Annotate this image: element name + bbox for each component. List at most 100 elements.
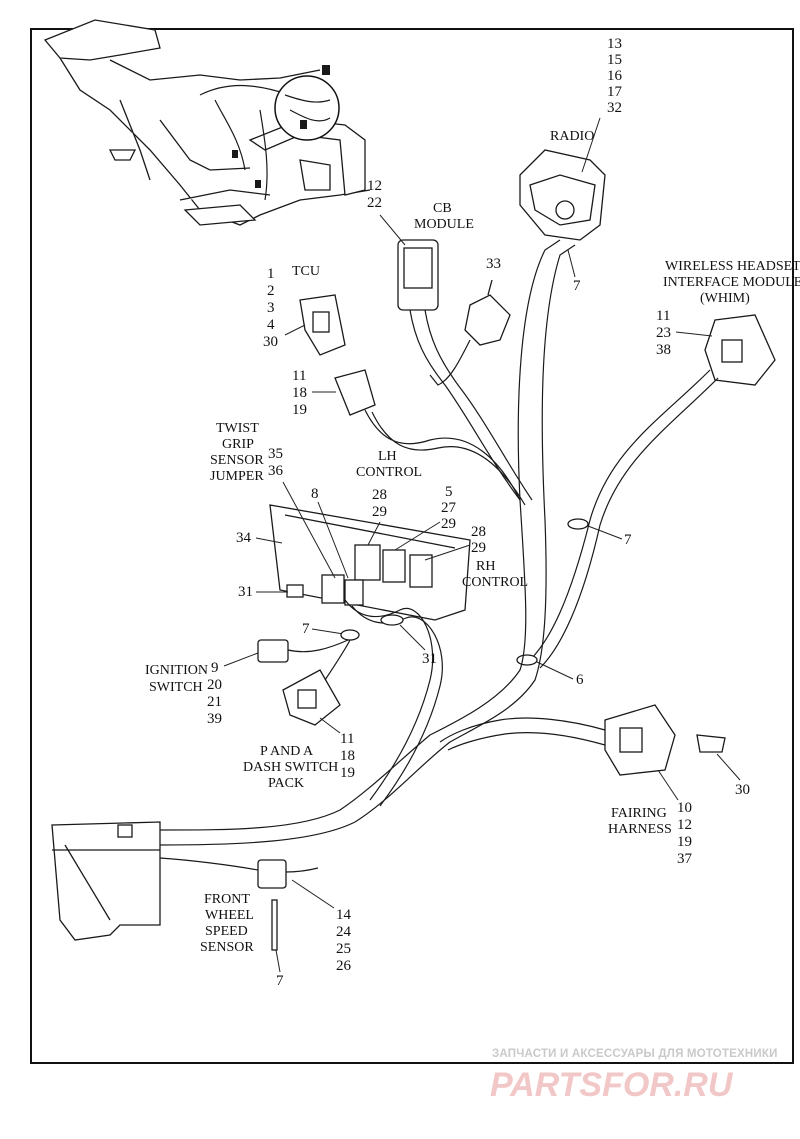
main-harness-connector-block bbox=[51, 821, 161, 941]
small-connector-30 bbox=[696, 734, 726, 753]
fws-label-1: FRONT bbox=[204, 892, 250, 907]
upper-connector-callout: 18 bbox=[292, 385, 307, 401]
ignition-label-1: IGNITION bbox=[145, 663, 208, 678]
fws-callout: 24 bbox=[336, 924, 352, 940]
upper-connector-callout: 19 bbox=[292, 402, 307, 418]
pa-label-2: DASH SWITCH bbox=[243, 760, 338, 775]
fairing-callout: 12 bbox=[677, 817, 692, 833]
radio-clip-callout: 7 bbox=[573, 278, 581, 294]
rh-label-2: CONTROL bbox=[462, 575, 528, 590]
fairing-callout: 37 bbox=[677, 851, 693, 867]
clip-7-left-callout: 7 bbox=[302, 621, 310, 637]
whim-label-3: (WHIM) bbox=[700, 291, 750, 306]
radio-callout: 15 bbox=[607, 52, 622, 68]
whim-label-2: INTERFACE MODULE bbox=[663, 275, 800, 290]
twist-label-1: TWIST bbox=[216, 421, 259, 436]
ignition-label-2: SWITCH bbox=[149, 680, 203, 695]
cb-callout: 12 bbox=[367, 178, 382, 194]
lh-second-callout: 29 bbox=[441, 516, 456, 532]
pa-label-3: PACK bbox=[268, 776, 304, 791]
whim-label-1: WIRELESS HEADSET bbox=[665, 259, 800, 274]
radio-callouts: 13 15 16 17 32 bbox=[607, 36, 623, 116]
twist-label-4: JUMPER bbox=[210, 469, 264, 484]
pa-callout: 19 bbox=[340, 765, 355, 781]
fws-label-3: SPEED bbox=[205, 924, 248, 939]
connector-cover-33 bbox=[429, 279, 511, 386]
fws-callout: 25 bbox=[336, 941, 351, 957]
ignition-callout: 39 bbox=[207, 711, 222, 727]
fairing-callout: 19 bbox=[677, 834, 692, 850]
fws-label-2: WHEEL bbox=[205, 908, 254, 923]
cover-callout: 33 bbox=[486, 256, 501, 272]
radio-callout: 17 bbox=[607, 84, 623, 100]
tcu-callout: 30 bbox=[263, 334, 278, 350]
pa-label-1: P AND A bbox=[260, 744, 314, 759]
lh-label-1: LH bbox=[378, 449, 397, 464]
whim-callout: 23 bbox=[656, 325, 671, 341]
twist-label-2: GRIP bbox=[222, 437, 254, 452]
item-8-callout: 8 bbox=[311, 486, 319, 502]
tcu-callouts: 1 2 3 4 30 bbox=[263, 266, 278, 350]
twist-callout: 36 bbox=[268, 463, 284, 479]
radio-callout: 32 bbox=[607, 100, 622, 116]
clip-31-right-callout: 31 bbox=[422, 651, 437, 667]
lh-callout: 28 bbox=[372, 487, 387, 503]
clip-31-left-callout: 31 bbox=[238, 584, 253, 600]
bracket-callout: 34 bbox=[236, 530, 252, 546]
diagram-frame bbox=[30, 28, 794, 1064]
ignition-switch-connector bbox=[257, 639, 349, 663]
wire-clip-31 bbox=[286, 584, 304, 598]
radio-callout: 13 bbox=[607, 36, 622, 52]
clip-6-callout: 6 bbox=[576, 672, 584, 688]
rh-control-connector bbox=[409, 554, 433, 588]
lh-second-callout: 5 bbox=[445, 484, 453, 500]
whim-callout: 11 bbox=[656, 308, 670, 324]
ignition-callout: 9 bbox=[211, 660, 219, 676]
fairing-label-1: FAIRING bbox=[611, 806, 667, 821]
cb-callout: 22 bbox=[367, 195, 382, 211]
tcu-callout: 1 bbox=[267, 266, 275, 282]
upper-connector-11-18-19 bbox=[334, 369, 526, 506]
radio-callout: 16 bbox=[607, 68, 623, 84]
lh-second-callout: 27 bbox=[441, 500, 457, 516]
lh-callout: 29 bbox=[372, 504, 387, 520]
motorcycle-frame-overview bbox=[43, 19, 371, 226]
whim-callout: 38 bbox=[656, 342, 671, 358]
fws-label-4: SENSOR bbox=[200, 940, 254, 955]
tcu-callout: 4 bbox=[267, 317, 275, 333]
small-connector-callout: 30 bbox=[735, 782, 750, 798]
ignition-callout: 20 bbox=[207, 677, 222, 693]
rh-label-1: RH bbox=[476, 559, 495, 574]
fairing-callout: 10 bbox=[677, 800, 692, 816]
pa-callout: 18 bbox=[340, 748, 355, 764]
clip-7-mid-callout: 7 bbox=[624, 532, 632, 548]
front-wheel-speed-connector bbox=[159, 857, 319, 951]
lh-control-connector bbox=[354, 544, 406, 583]
tcu-connector bbox=[299, 294, 346, 356]
fws-callout: 14 bbox=[336, 907, 352, 923]
cb-module-connector bbox=[397, 239, 533, 501]
cb-module-label-2: MODULE bbox=[414, 217, 474, 232]
fairing-harness-connector bbox=[439, 704, 676, 776]
twist-label-3: SENSOR bbox=[210, 453, 264, 468]
rh-callout: 28 bbox=[471, 524, 486, 540]
fairing-label-2: HARNESS bbox=[608, 822, 672, 837]
harness-clips bbox=[340, 518, 589, 666]
watermark-logo: PARTSFOR.RU bbox=[490, 1066, 734, 1104]
twist-callout: 35 bbox=[268, 446, 283, 462]
cb-module-label-1: CB bbox=[433, 201, 452, 216]
pa-dash-switch-connector bbox=[282, 639, 351, 726]
tcu-callout: 3 bbox=[267, 300, 275, 316]
tcu-label: TCU bbox=[292, 264, 320, 279]
fws-clip-callout: 7 bbox=[276, 973, 284, 989]
lh-label-2: CONTROL bbox=[356, 465, 422, 480]
rh-callout: 29 bbox=[471, 540, 486, 556]
radio-assembly bbox=[517, 149, 606, 521]
twist-grip-connector bbox=[321, 574, 364, 606]
fws-callout: 26 bbox=[336, 958, 352, 974]
ignition-callout: 21 bbox=[207, 694, 222, 710]
pa-callout: 11 bbox=[340, 731, 354, 747]
upper-connector-callout: 11 bbox=[292, 368, 306, 384]
whim-connector bbox=[529, 314, 776, 669]
